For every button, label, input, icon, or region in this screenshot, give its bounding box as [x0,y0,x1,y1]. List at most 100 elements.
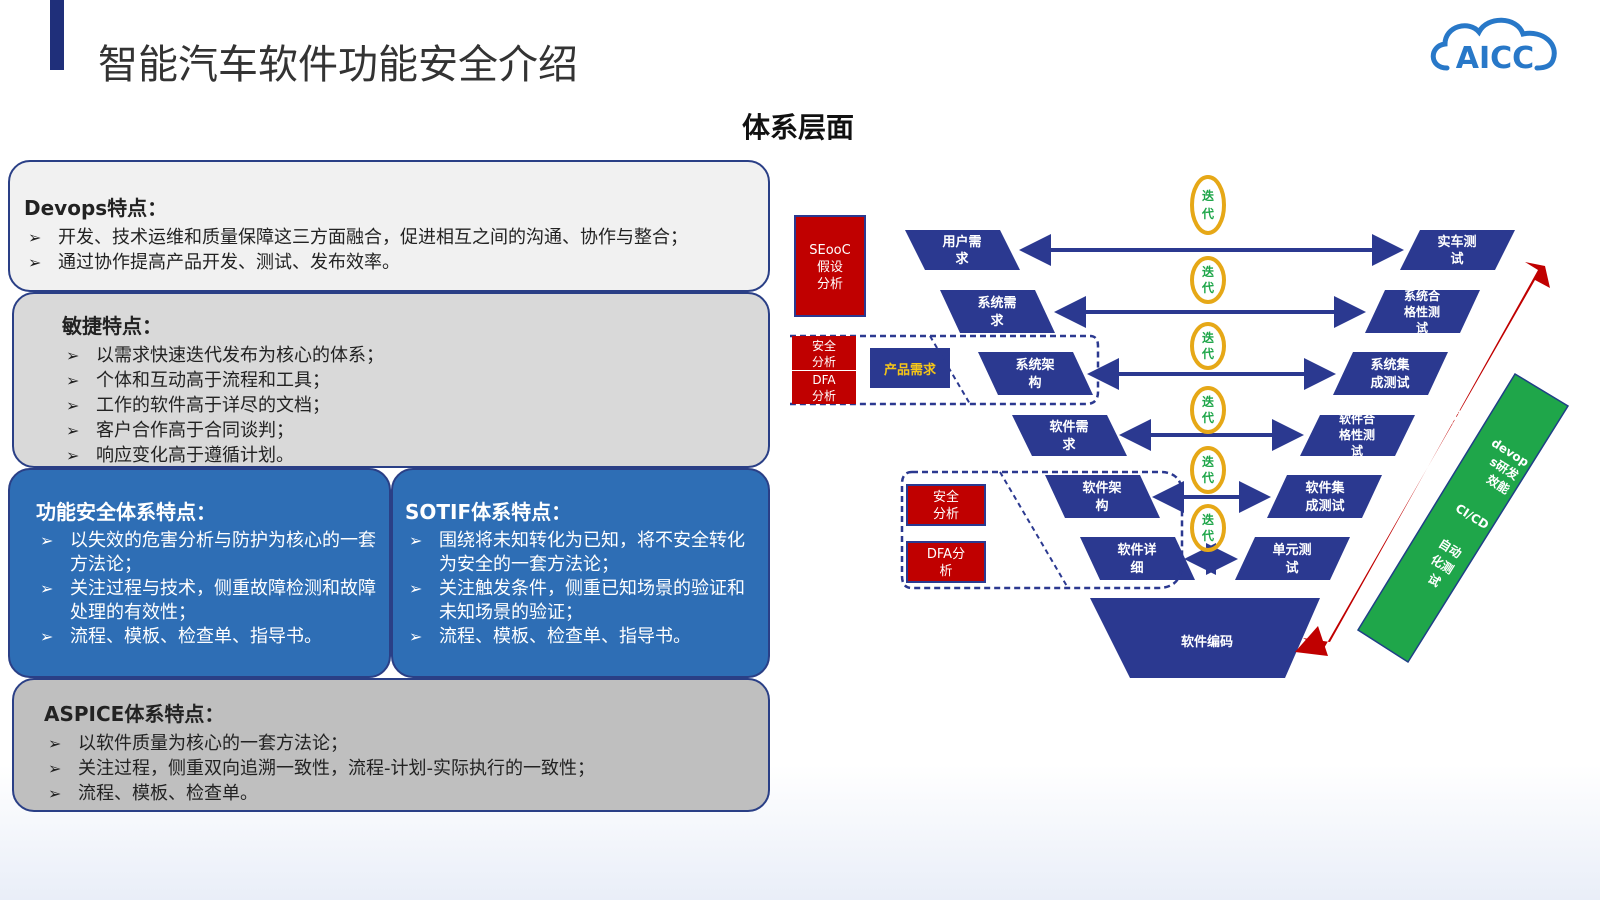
sw-int-line1: 软件集 [1305,480,1345,496]
safety-analysis-l1: 安全 [812,338,836,353]
iterate-2b: 代 [1201,280,1214,295]
iterate-5b: 代 [1201,470,1214,485]
safety2-l2: 分析 [933,507,959,522]
dfa-analysis-l2: 分析 [812,389,836,403]
list-item: 围绕将未知转化为已知，将不安全转化为安全的一套方法论； [405,529,756,577]
sw-detail-line1: 软件详 [1117,542,1156,558]
user-req-box [905,230,1020,270]
list-item: 关注触发条件，侧重已知场景的验证和未知场景的验证； [405,577,756,625]
left-v-boxes [905,230,1195,580]
title-accent-bar [50,0,64,70]
fs-list: 以失效的危害分析与防护为核心的一套方法论； 关注过程与技术，侧重故障检测和故障处… [36,529,377,649]
agile-list: 以需求快速迭代发布为核心的体系； 个体和互动高于流程和工具； 工作的软件高于详尽… [62,343,754,468]
aspice-title: ASPICE体系特点： [44,702,225,726]
sotif-panel: SOTIF体系特点： 围绕将未知转化为已知，将不安全转化为安全的一套方法论； 关… [391,468,770,678]
product-req-box [870,348,950,388]
user-req-line2: 求 [955,251,969,267]
unit-test-box [1235,537,1350,580]
list-item: 流程、模板、检查单、指导书。 [36,625,377,649]
dashed-divider-bottom [999,471,1069,589]
sys-req-line1: 系统需 [977,295,1016,311]
cycle-arrow-5 [1190,446,1226,494]
devops-list: 开发、技术运维和质量保障这三方面融合，促进相互之间的沟通、协作与整合； 通过协作… [24,225,754,275]
list-item: 关注过程与技术，侧重故障检测和故障处理的有效性； [36,577,377,625]
sw-req-line1: 软件需 [1049,419,1088,435]
sw-qual-line2: 格性测 [1339,427,1375,442]
sys-req-box [940,290,1055,333]
iterate-3b: 代 [1201,346,1214,361]
iterate-4b: 代 [1201,410,1214,425]
user-req-line1: 用户需 [941,234,981,250]
sys-qual-line2: 格性测 [1404,304,1440,319]
cycle-arrow-6 [1190,504,1226,552]
list-item: 以需求快速迭代发布为核心的体系； [62,343,754,368]
dashed-divider-top [929,335,971,405]
sw-detail-line2: 细 [1130,560,1143,576]
sw-arch-box [1045,475,1160,518]
list-item: 以失效的危害分析与防护为核心的一套方法论； [36,529,377,577]
dfa-analysis-l1: DFA [812,373,836,387]
seooc-line2: 假设 [817,260,843,275]
list-item: 流程、模板、检查单、指导书。 [405,625,756,649]
iterate-5a: 迭 [1202,454,1214,469]
list-item: 关注过程，侧重双向追溯一致性，流程-计划-实际执行的一致性； [44,756,754,781]
sys-qual-line3: 试 [1416,320,1428,335]
iterate-1b: 代 [1201,206,1214,221]
iterate-2a: 迭 [1202,264,1214,279]
car-test-box [1400,230,1515,270]
sw-arch-line1: 软件架 [1082,480,1121,496]
cycle-arrow-1 [1190,175,1226,235]
agile-title: 敏捷特点： [62,314,162,338]
dashed-group-top [790,334,1100,406]
cycle-arrow-3 [1190,322,1226,370]
coding-label: 软件编码 [1181,634,1233,650]
coding-box [1090,598,1320,678]
cycle-arrow-4 [1190,386,1226,434]
list-item: 客户合作高于合同谈判； [62,418,754,443]
devops-title: Devops特点： [24,196,168,220]
functional-safety-panel: 功能安全体系特点： 以失效的危害分析与防护为核心的一套方法论； 关注过程与技术，… [8,468,391,678]
logo-text: AICC [1456,41,1534,76]
devops-panel: Devops特点： 开发、技术运维和质量保障这三方面融合，促进相互之间的沟通、协… [8,160,770,292]
iterate-cycles: 迭 代 迭 代 迭 代 迭 代 迭 代 迭 代 [1190,175,1226,552]
product-req-label: 产品需求 [884,362,937,378]
sys-arch-line1: 系统架 [1015,357,1054,373]
car-test-line1: 实车测 [1437,234,1476,250]
sys-int-line1: 系统集 [1370,357,1410,373]
dfa-analysis-box [792,371,856,404]
car-test-line2: 试 [1450,251,1463,267]
sw-int-line2: 成测试 [1305,498,1344,514]
iterate-6a: 迭 [1202,512,1214,527]
dfa2-l2: 析 [939,564,952,579]
safety-analysis-l2: 分析 [812,355,836,369]
aicc-logo: AICC [1430,17,1557,76]
sw-int-box [1267,475,1382,518]
safety2-l1: 安全 [933,489,959,505]
sotif-title: SOTIF体系特点： [405,500,572,524]
list-item: 以软件质量为核心的一套方法论； [44,731,754,756]
dashed-group-bottom [900,470,1184,590]
sw-qual-box [1300,415,1415,456]
aspice-list: 以软件质量为核心的一套方法论； 关注过程，侧重双向追溯一致性，流程-计划-实际执… [44,731,754,806]
dfa2-l1: DFA分 [927,547,965,562]
sw-qual-line1: 软件合 [1339,411,1376,426]
sys-int-line2: 成测试 [1370,375,1409,391]
unit-test-line2: 试 [1285,560,1298,576]
red-arrow-head-bottom [1295,626,1328,656]
sys-qual-line1: 系统合 [1404,288,1441,303]
sys-arch-box [978,352,1093,395]
dfa-analysis2-box [906,541,986,583]
sw-req-line2: 求 [1062,437,1076,453]
page-title: 智能汽车软件功能安全介绍 [98,42,578,88]
sys-req-line2: 求 [990,313,1004,329]
sw-detail-box [1080,537,1195,580]
section-subtitle: 体系层面 [742,111,855,144]
unit-test-line1: 单元测 [1272,542,1311,558]
fs-title: 功能安全体系特点： [36,500,216,524]
list-item: 流程、模板、检查单。 [44,781,754,806]
right-v-boxes [1235,230,1515,580]
list-item: 响应变化高于遵循计划。 [62,443,754,468]
seooc-line1: SEooC [809,243,850,258]
iterate-4a: 迭 [1202,394,1214,409]
aspice-panel: ASPICE体系特点： 以软件质量为核心的一套方法论； 关注过程，侧重双向追溯一… [12,678,770,812]
